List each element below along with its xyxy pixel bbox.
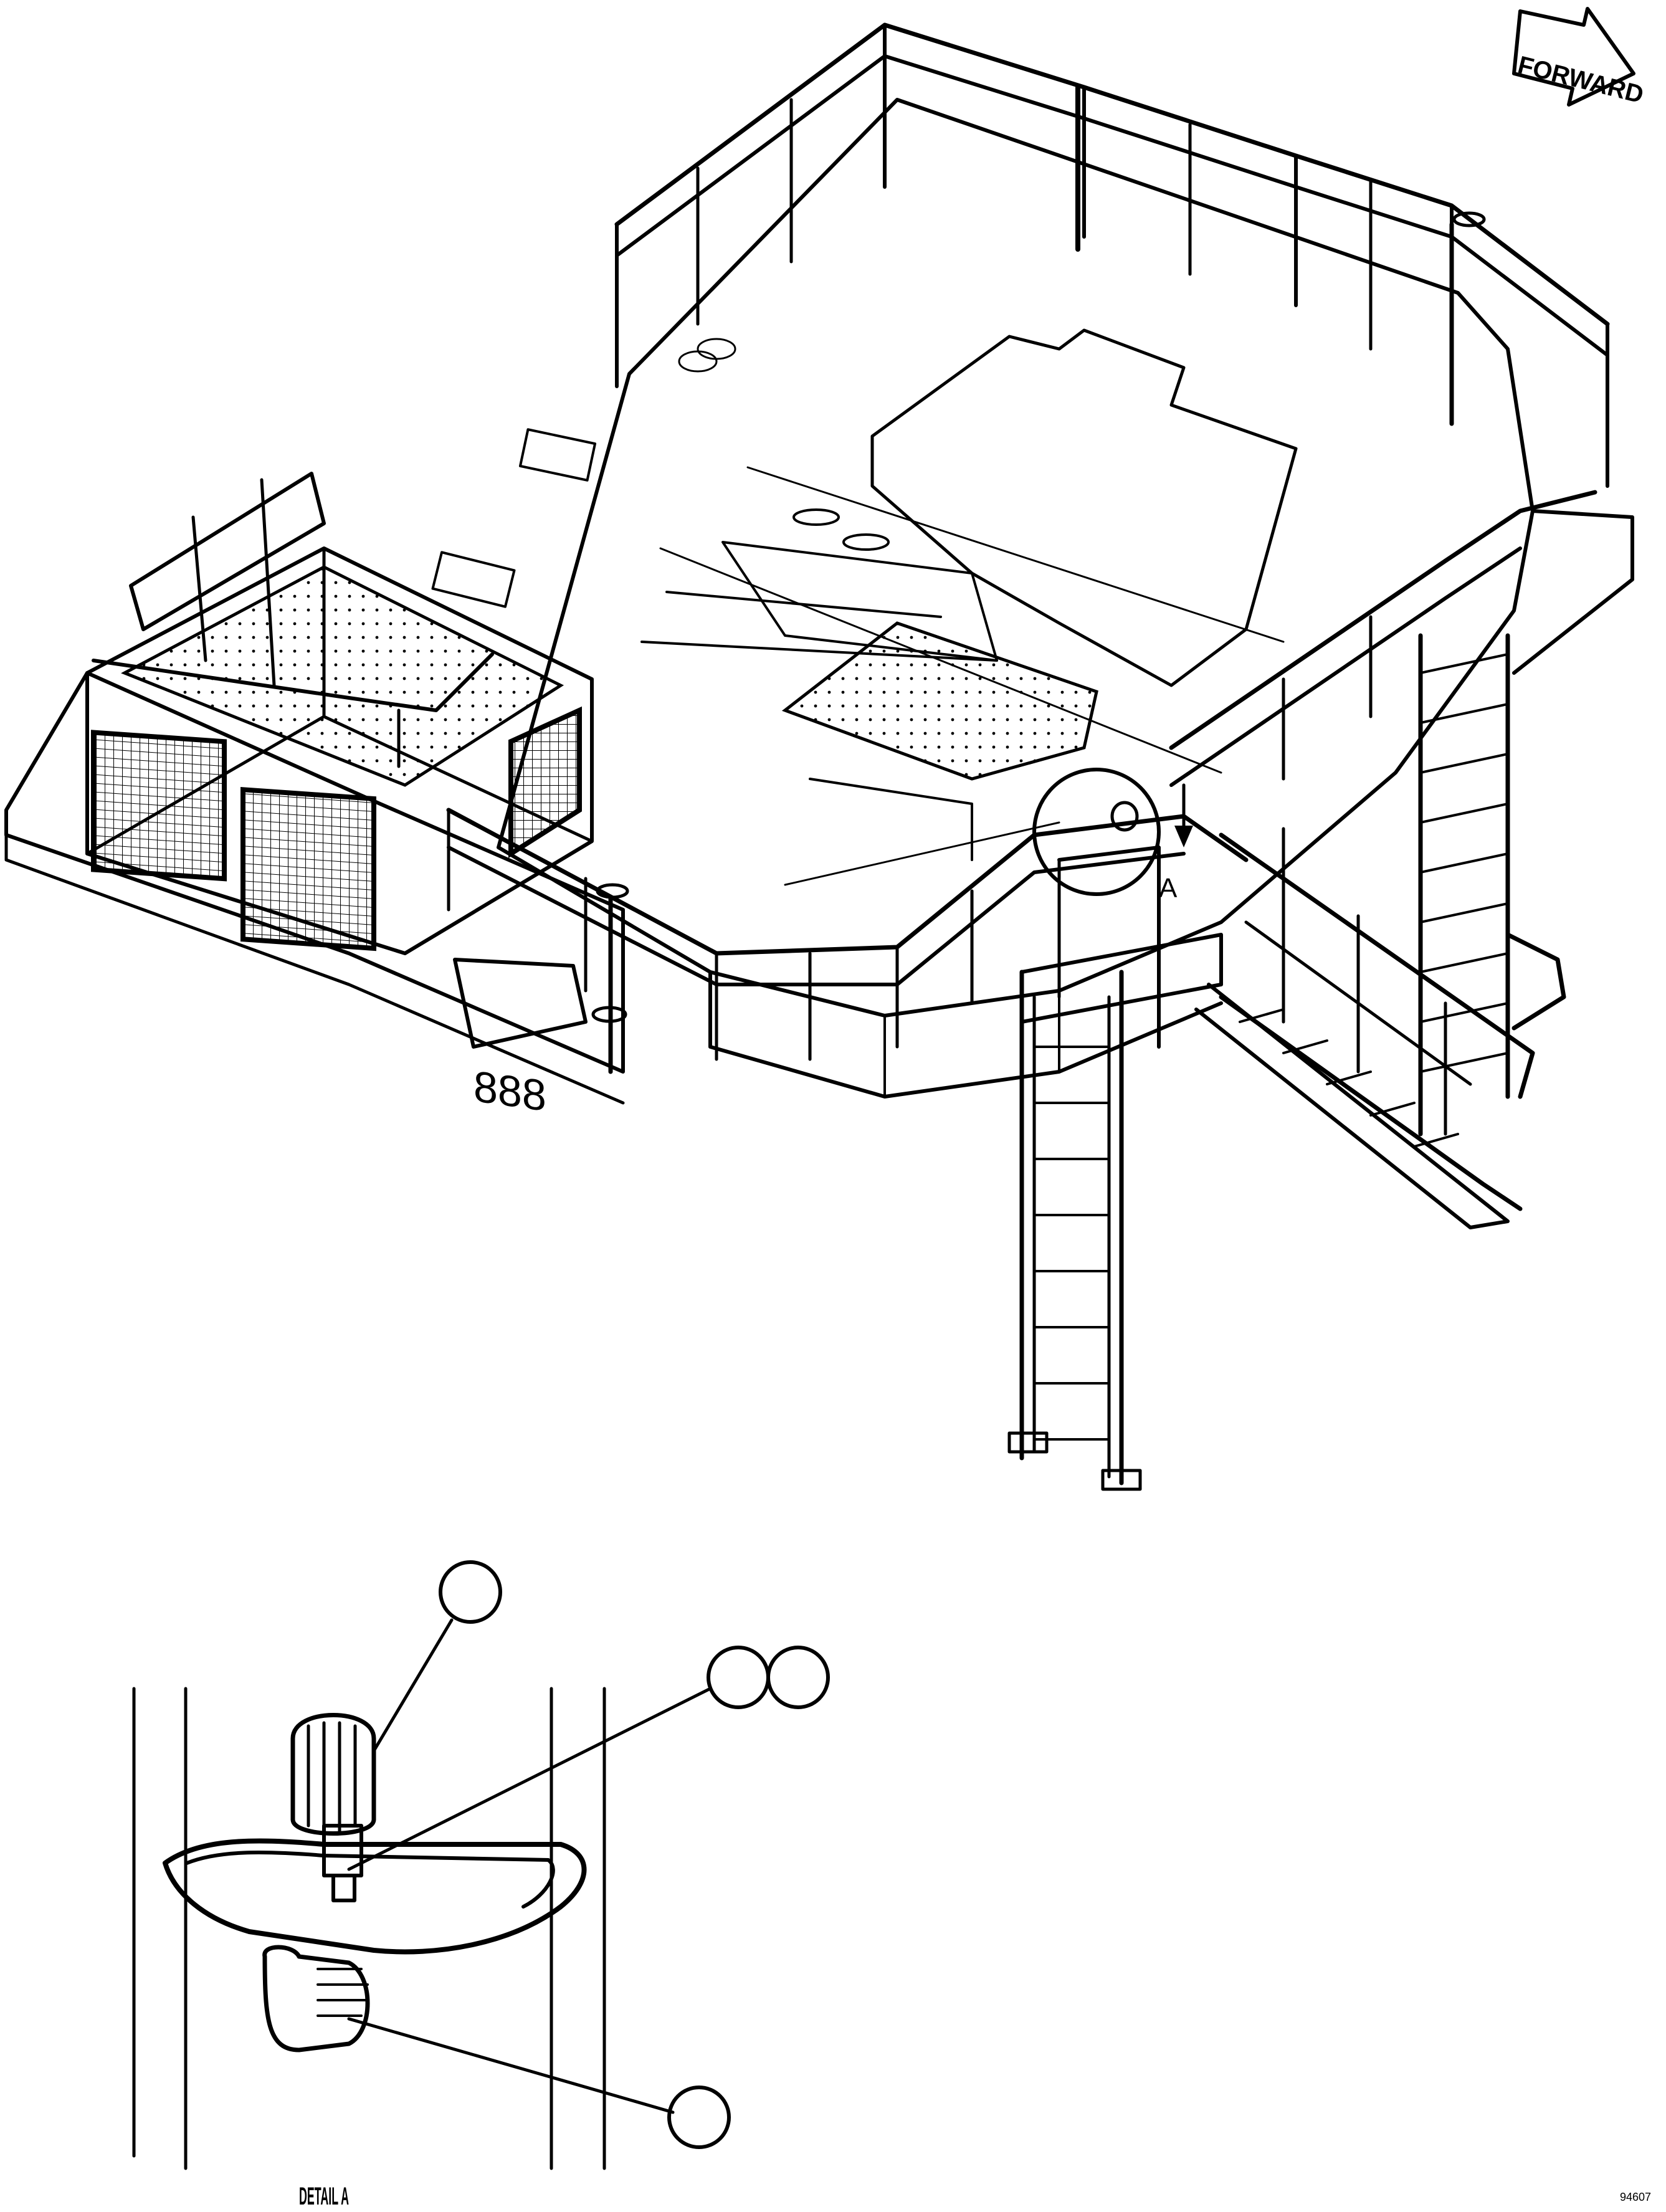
forward-arrow-icon: FORWARD bbox=[1512, 7, 1646, 109]
balloon-2 bbox=[707, 1646, 770, 1709]
balloon-1 bbox=[439, 1560, 502, 1624]
work-lamp-icon bbox=[290, 1713, 376, 1902]
drawing-number: 94607 bbox=[1620, 2191, 1651, 2203]
upper-handrail bbox=[446, 22, 1610, 1074]
stairway bbox=[1194, 827, 1535, 1229]
side-ladder bbox=[1418, 633, 1566, 1137]
left-platform: 888 bbox=[4, 472, 625, 1120]
balloon-3 bbox=[766, 1646, 830, 1709]
vertical-ladder bbox=[1007, 846, 1223, 1491]
upper-deck bbox=[431, 98, 1634, 1099]
svg-text:888: 888 bbox=[474, 1061, 546, 1120]
balloon-4 bbox=[667, 2086, 731, 2149]
lower-lamp-icon bbox=[262, 1945, 370, 2052]
detail-a-view bbox=[132, 1618, 712, 2170]
detail-callout-letter: A bbox=[1159, 873, 1178, 903]
detail-a-marker: A bbox=[1032, 768, 1193, 903]
detail-caption: DETAIL A bbox=[299, 2183, 349, 2209]
